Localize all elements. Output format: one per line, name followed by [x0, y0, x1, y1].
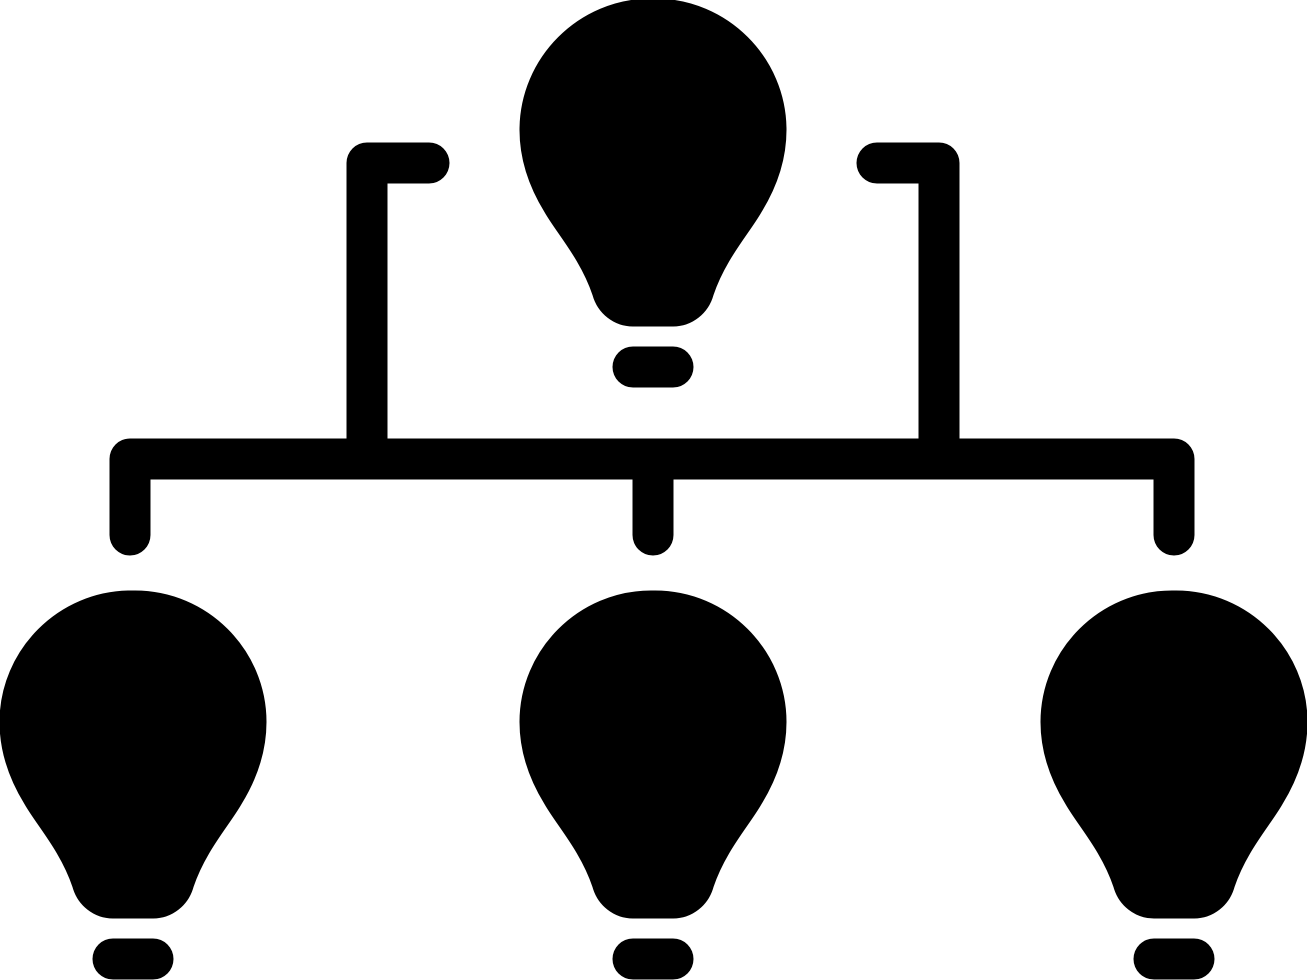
right-bracket-connector [856, 142, 960, 468]
top-lightbulb-icon [520, 0, 786, 367]
center-lightbulb-icon [520, 591, 786, 959]
left-lightbulb-icon [0, 591, 266, 959]
right-lightbulb-icon [1041, 591, 1307, 959]
left-bracket-connector [346, 142, 450, 468]
